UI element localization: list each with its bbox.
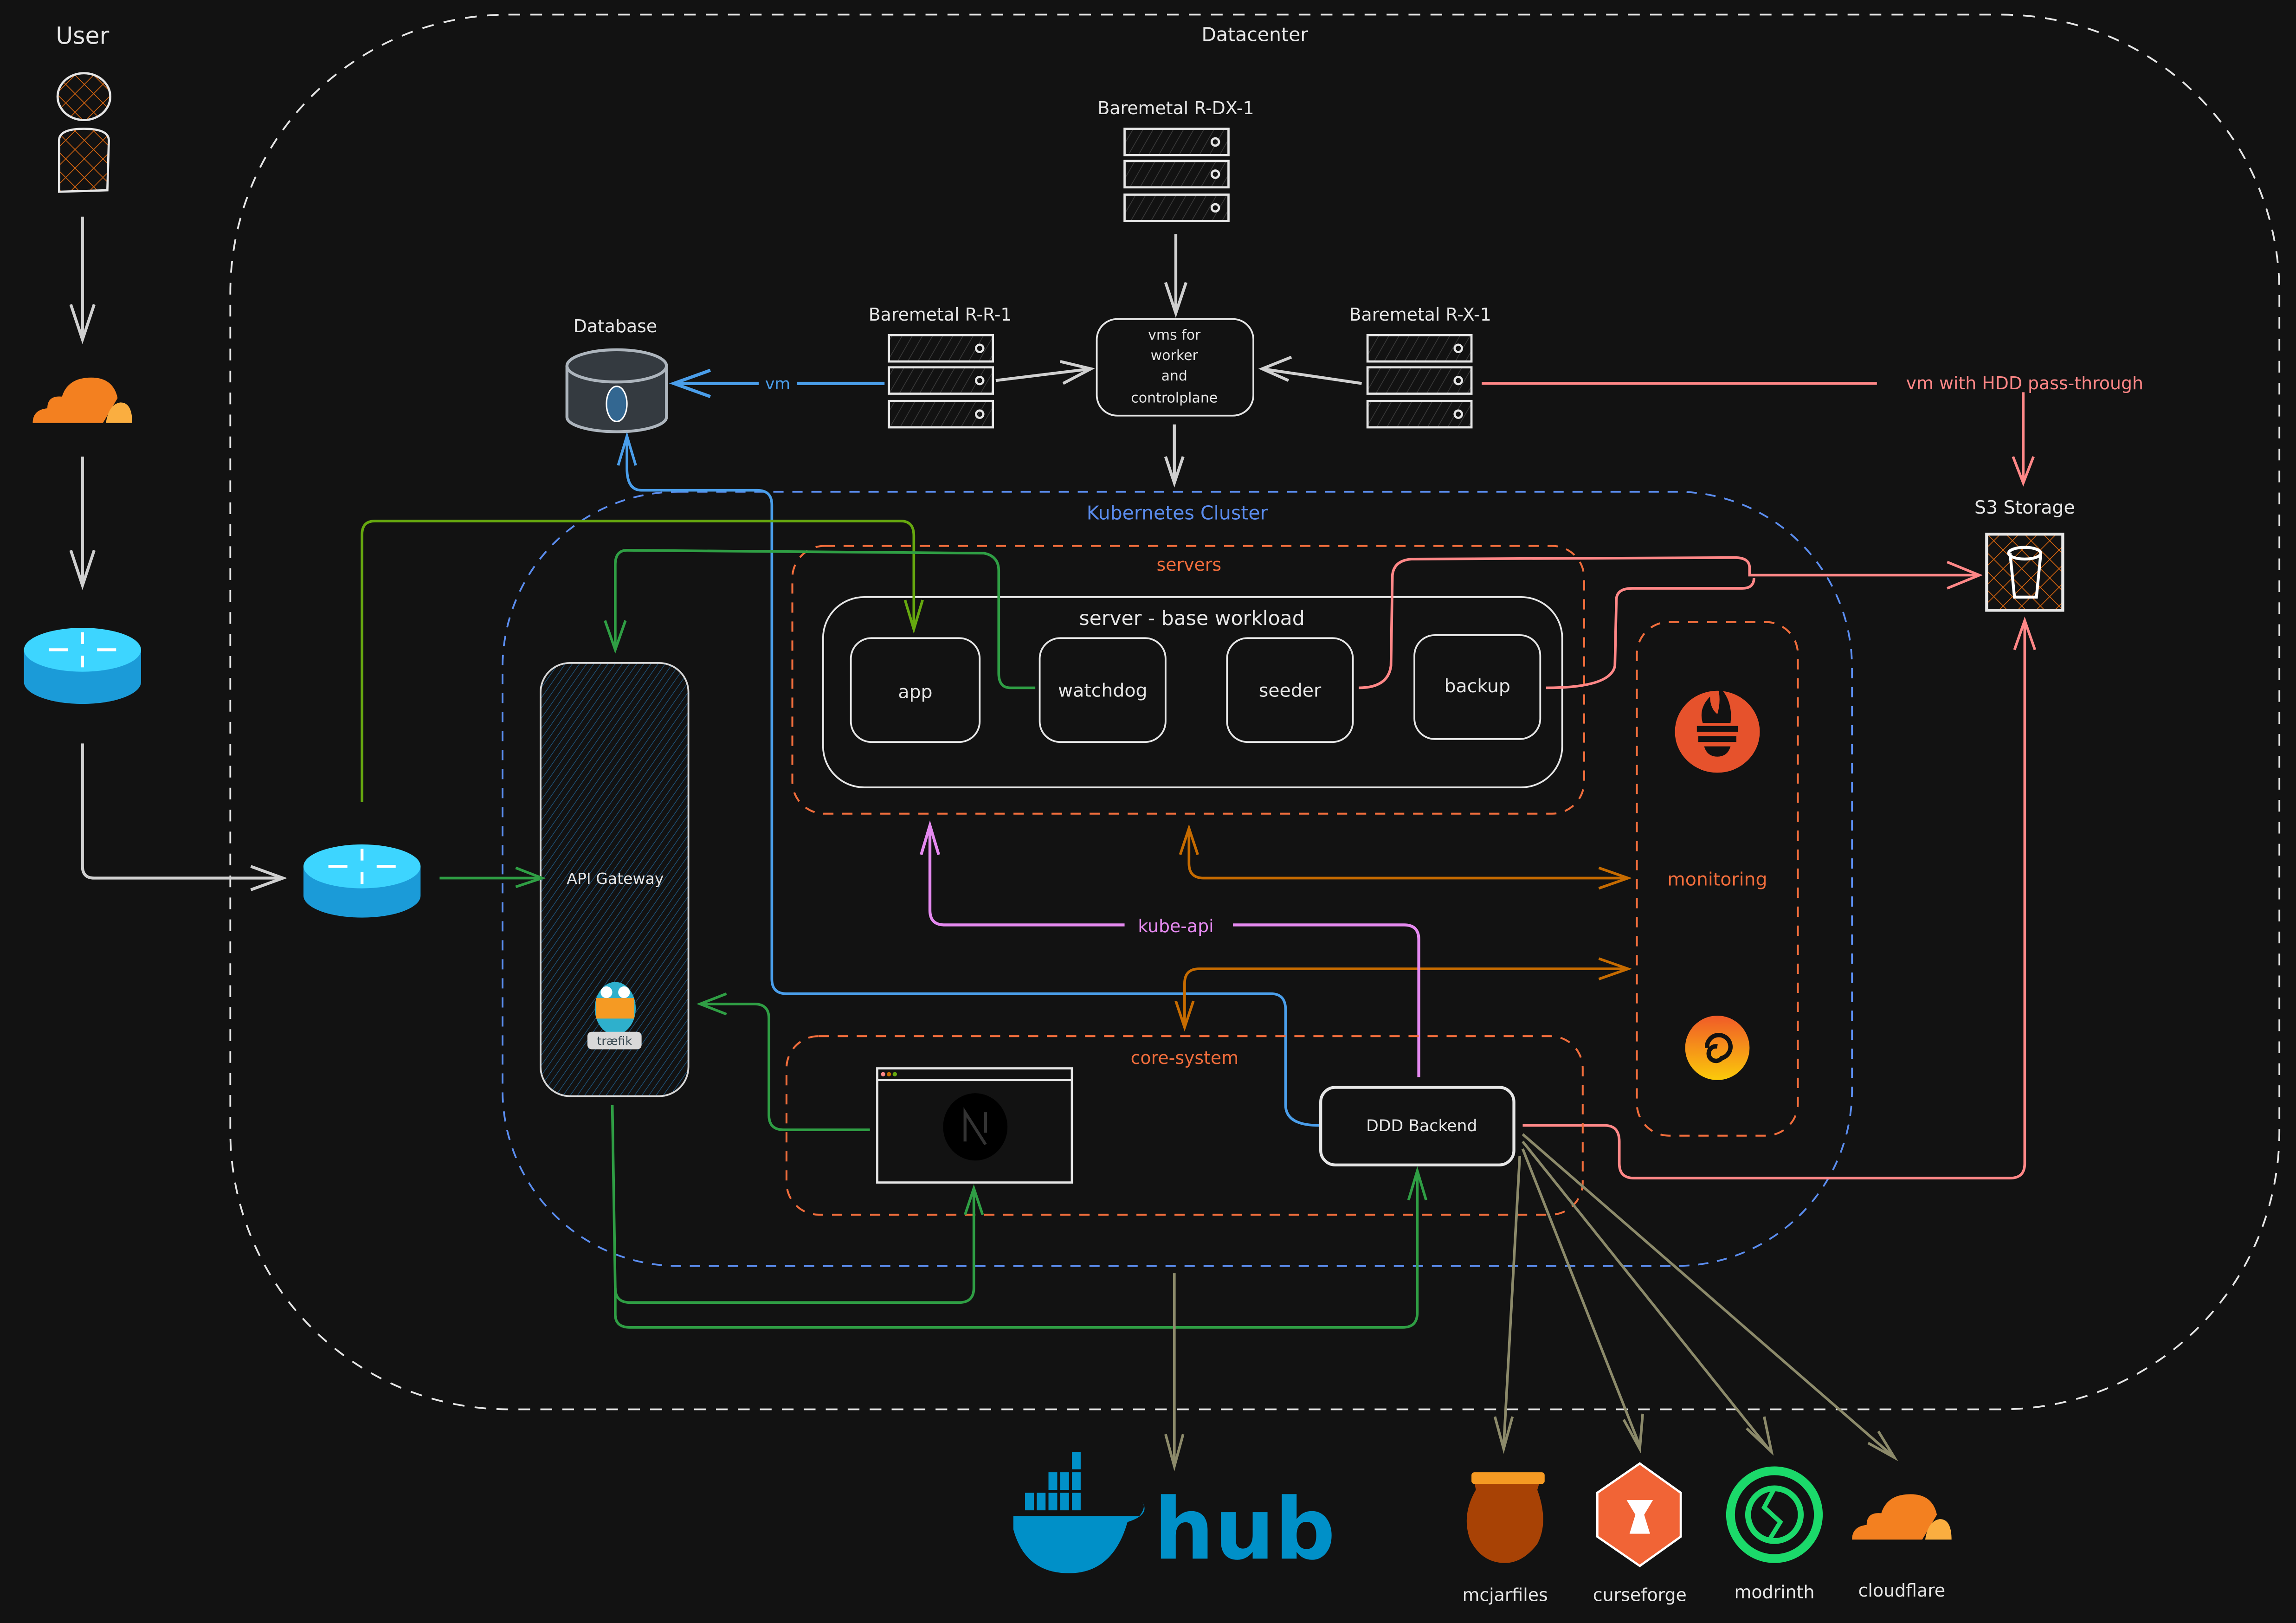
traefik-gopher-icon: træfik xyxy=(587,982,642,1050)
baremetal-rx1-label: Baremetal R-X-1 xyxy=(1349,304,1491,325)
api-gateway-label: API Gateway xyxy=(567,869,664,888)
edge-watchdog-to-gateway xyxy=(604,549,1036,689)
vms-box[interactable] xyxy=(1096,318,1254,417)
grafana-icon xyxy=(1685,1016,1750,1080)
cloudflare-target[interactable]: cloudflare xyxy=(1852,1494,1952,1601)
server-rack-icon-rx1 xyxy=(1366,334,1473,429)
edge-cluster-to-dockerhub xyxy=(1164,1273,1185,1472)
edge-backend-kube-api xyxy=(920,820,1420,1077)
curseforge-label: curseforge xyxy=(1593,1585,1687,1605)
ddd-backend-label: DDD Backend xyxy=(1366,1117,1477,1135)
servers-group-label: servers xyxy=(1157,554,1222,575)
datacenter-boundary xyxy=(229,13,2281,1410)
modrinth-target[interactable]: modrinth xyxy=(1726,1466,1823,1602)
s3-bucket-icon xyxy=(1985,533,2064,612)
dockerhub-label: hub xyxy=(1154,1480,1335,1579)
edge-servers-monitoring xyxy=(1179,824,1632,890)
user-icon xyxy=(56,72,112,193)
monitoring-label: monitoring xyxy=(1667,869,1767,890)
datacenter-label: Datacenter xyxy=(1201,23,1308,45)
workload-backup-label: backup xyxy=(1444,676,1510,697)
edge-backup-to-s3 xyxy=(1546,560,1983,689)
workload-backup[interactable]: backup xyxy=(1413,634,1541,740)
edge-ingress-to-gateway xyxy=(439,866,546,889)
core-system-label: core-system xyxy=(1131,1048,1238,1068)
user-label: User xyxy=(56,22,109,50)
edge-vm-rr1-to-database xyxy=(669,368,885,399)
cloudflare-icon-external xyxy=(1852,1494,1952,1540)
server-rack-icon-rdx1 xyxy=(1123,128,1230,222)
core-system-group xyxy=(785,1035,1584,1216)
cloudflare-icon xyxy=(32,377,132,423)
workload-app[interactable]: app xyxy=(850,637,981,743)
mcjarfiles-target[interactable]: mcjarfiles xyxy=(1462,1472,1548,1605)
workload-seeder-label: seeder xyxy=(1259,680,1322,701)
arrow-rr1-to-vms xyxy=(995,360,1095,385)
workload-watchdog[interactable]: watchdog xyxy=(1038,637,1167,743)
traefik-badge: træfik xyxy=(597,1034,632,1048)
vms-box-line-2: worker xyxy=(1151,348,1199,364)
arrow-user-to-cloudflare xyxy=(69,216,96,344)
postgres-database-icon xyxy=(565,348,668,433)
server-workload-label: server - base workload xyxy=(1079,607,1304,630)
s3-storage-label: S3 Storage xyxy=(1974,497,2075,518)
mcjarfiles-label: mcjarfiles xyxy=(1462,1585,1548,1605)
database-label: Database xyxy=(574,316,658,336)
arrow-rx1-to-vms xyxy=(1258,355,1362,385)
edge-backend-to-s3 xyxy=(1522,616,2037,1179)
edge-seeder-to-s3 xyxy=(1359,556,1977,689)
ddd-backend[interactable]: DDD Backend xyxy=(1319,1086,1516,1166)
router-icon-ingress xyxy=(303,844,421,918)
honey-jar-icon xyxy=(1466,1475,1543,1563)
edge-gateway-to-frontend-and-backend xyxy=(611,1105,1428,1329)
server-workload-box xyxy=(822,596,1563,788)
edge-backend-to-database xyxy=(617,432,1320,1127)
monitoring-group xyxy=(1636,621,1799,1137)
vms-box-line-1: vms for xyxy=(1148,327,1201,343)
router-icon-edge xyxy=(24,628,141,704)
workload-app-label: app xyxy=(898,682,932,703)
arrow-rdx1-to-vms xyxy=(1164,234,1188,318)
edge-frontend-to-gateway xyxy=(696,992,870,1131)
edge-kube-api-label: kube-api xyxy=(1138,916,1213,936)
servers-group xyxy=(791,545,1585,815)
docker-whale-icon xyxy=(1013,1451,1145,1573)
workload-watchdog-label: watchdog xyxy=(1058,680,1148,701)
edge-vm-label: vm xyxy=(765,375,790,393)
workload-seeder[interactable]: seeder xyxy=(1226,637,1354,743)
edge-ingress-to-app xyxy=(361,520,924,802)
edge-rx1-hdd-passthrough xyxy=(1482,382,2035,487)
modrinth-icon xyxy=(1726,1466,1823,1563)
modrinth-label: modrinth xyxy=(1735,1582,1815,1602)
prometheus-icon xyxy=(1675,685,1760,773)
vms-box-line-3: and xyxy=(1161,368,1187,384)
edge-core-monitoring xyxy=(1174,957,1632,1032)
kubernetes-cluster-label: Kubernetes Cluster xyxy=(1087,502,1268,524)
edge-hdd-passthrough-label: vm with HDD pass-through xyxy=(1906,373,2143,393)
kubernetes-cluster-boundary xyxy=(502,490,1853,1267)
baremetal-rr1-label: Baremetal R-R-1 xyxy=(869,304,1012,325)
edge-backend-to-externals xyxy=(1493,1133,1898,1462)
curseforge-target[interactable]: curseforge xyxy=(1593,1462,1687,1605)
cloudflare-label: cloudflare xyxy=(1858,1580,1946,1601)
api-gateway[interactable]: API Gateway træfik xyxy=(540,662,690,1097)
baremetal-rdx1-label: Baremetal R-DX-1 xyxy=(1097,98,1254,118)
arrow-vms-to-cluster xyxy=(1164,424,1185,488)
vms-box-line-4: controlplane xyxy=(1131,390,1218,406)
arrow-cloudflare-to-router xyxy=(69,457,96,590)
arrow-router-to-ingress xyxy=(81,743,288,891)
nextjs-frontend-window[interactable] xyxy=(876,1067,1073,1184)
dockerhub-logo[interactable]: hub xyxy=(1013,1451,1335,1579)
server-rack-icon-rr1 xyxy=(888,334,994,429)
